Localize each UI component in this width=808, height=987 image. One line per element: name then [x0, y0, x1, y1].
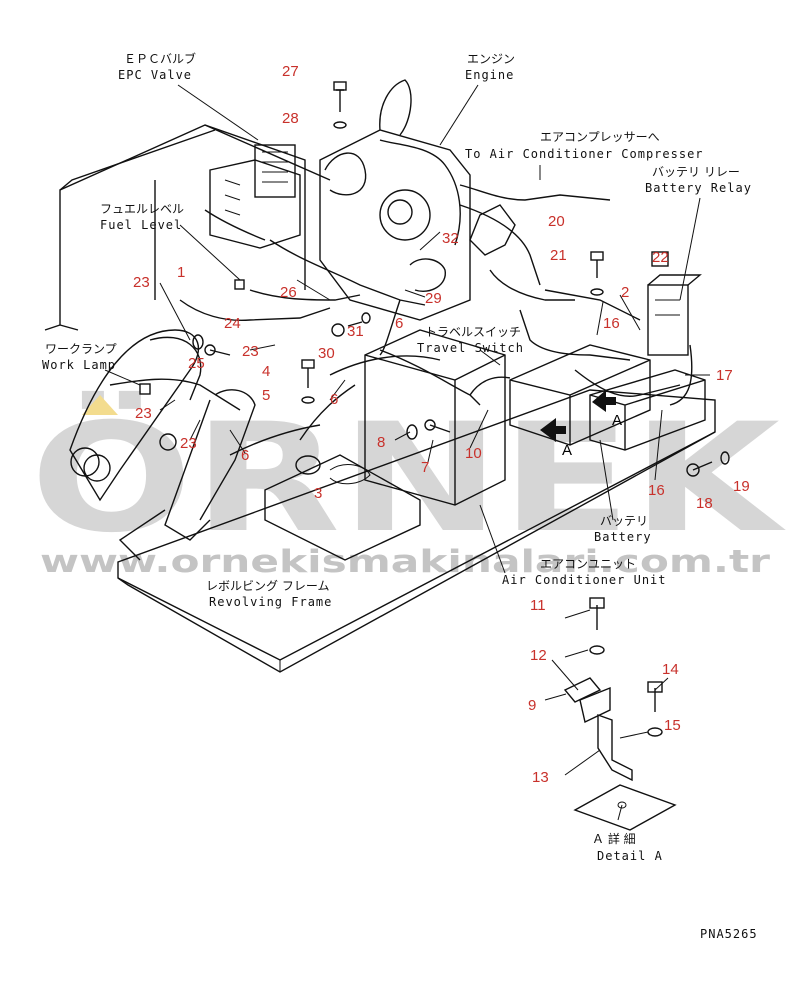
air-conditioner-unit	[264, 329, 506, 561]
battery-label-en: Battery	[594, 530, 652, 544]
part-number: 31	[347, 323, 364, 340]
engine	[319, 79, 611, 321]
epc-valve	[209, 144, 301, 249]
part-number: 25	[188, 355, 205, 372]
leader-lines	[104, 84, 710, 821]
part-number: 5	[262, 387, 270, 404]
part-number: 17	[716, 367, 733, 384]
part-number: 7	[421, 459, 429, 476]
travel-switch-label-en: Travel Switch	[417, 341, 524, 355]
part-number: 16	[603, 315, 620, 332]
part-number: 13	[532, 769, 549, 786]
part-number: 30	[318, 345, 335, 362]
battery-relay-label-en: Battery Relay	[645, 181, 752, 195]
watermark: ÖRNEK www.ornekismakinalari.com.tr	[30, 390, 786, 580]
watermark-url: www.ornekismakinalari.com.tr	[40, 544, 771, 580]
detail-a-label-jp: Ａ 詳 細	[592, 831, 636, 846]
part-number-callouts: 27 28 20 21 22 2 32 1 23 26 29 24 31 6 1…	[133, 63, 750, 786]
fuel-level-label-jp: フュエルレベル	[100, 202, 184, 216]
text-labels: ＥＰＣバルブ EPC Valve エンジン Engine エアコンプレッサーへ …	[42, 51, 758, 941]
part-number: 3	[314, 485, 322, 502]
part-number: 19	[733, 478, 750, 495]
part-number: 16	[648, 482, 665, 499]
part-number: 22	[652, 249, 669, 266]
part-number: 11	[530, 597, 546, 614]
detail-a	[563, 597, 677, 831]
epc-valve-label-jp: ＥＰＣバルブ	[124, 51, 196, 66]
ac-compressor-label-en: To Air Conditioner Compresser	[465, 147, 704, 161]
part-number: 1	[177, 264, 185, 281]
part-number: 20	[548, 213, 565, 230]
watermark-accent	[82, 395, 118, 415]
battery-relay	[647, 274, 702, 356]
ac-unit-label-jp: エアコンユニット	[540, 557, 636, 571]
part-number: 18	[696, 495, 713, 512]
part-number: 32	[442, 230, 459, 247]
document-code: PNA5265	[700, 927, 758, 941]
work-lamp-label-jp: ワークランプ	[45, 342, 117, 356]
ac-compressor-label-jp: エアコンプレッサーへ	[540, 130, 660, 144]
travel-switch-label-jp: トラベルスイッチ	[425, 325, 521, 339]
battery-relay-label-jp: バッテリ リレー	[652, 165, 740, 179]
work-lamp-label-en: Work Lamp	[42, 358, 116, 372]
part-number: 9	[528, 697, 536, 714]
part-number: 15	[664, 717, 681, 734]
part-number: 2	[621, 284, 629, 301]
batteries: A A	[509, 344, 706, 459]
part-number: 24	[224, 315, 241, 332]
view-label-a2: A	[612, 412, 622, 429]
wiring-harness	[204, 209, 693, 456]
revolving-frame-label-jp: レボルビング フレーム	[206, 579, 329, 593]
view-arrow-a-upper	[592, 390, 616, 412]
part-number: 12	[530, 647, 547, 664]
revolving-frame-label-en: Revolving Frame	[209, 595, 332, 609]
engine-label-en: Engine	[465, 68, 514, 82]
epc-valve-label-en: EPC Valve	[118, 68, 192, 82]
part-number: 6	[241, 447, 249, 464]
cab-structure	[44, 124, 331, 561]
view-arrow-a	[540, 418, 566, 442]
battery-label-jp: バッテリ	[600, 514, 648, 528]
part-number: 27	[282, 63, 299, 80]
ac-unit-label-en: Air Conditioner Unit	[502, 573, 667, 587]
part-number: 8	[377, 434, 385, 451]
part-number: 29	[425, 290, 442, 307]
part-number: 6	[395, 315, 403, 332]
part-number: 23	[133, 274, 150, 291]
part-number: 23	[180, 435, 197, 452]
part-number: 10	[465, 445, 482, 462]
part-number: 4	[262, 363, 270, 380]
part-number: 21	[550, 247, 567, 264]
part-number: 23	[242, 343, 259, 360]
part-number: 26	[280, 284, 297, 301]
part-number: 14	[662, 661, 679, 678]
detail-a-label-en: Detail A	[597, 849, 663, 863]
part-number: 28	[282, 110, 299, 127]
part-number: 6	[330, 391, 338, 408]
fasteners	[139, 81, 730, 477]
engine-label-jp: エンジン	[467, 52, 515, 66]
part-number: 23	[135, 405, 152, 422]
view-label-a1: A	[562, 442, 572, 459]
fuel-level-label-en: Fuel Level	[100, 218, 182, 232]
